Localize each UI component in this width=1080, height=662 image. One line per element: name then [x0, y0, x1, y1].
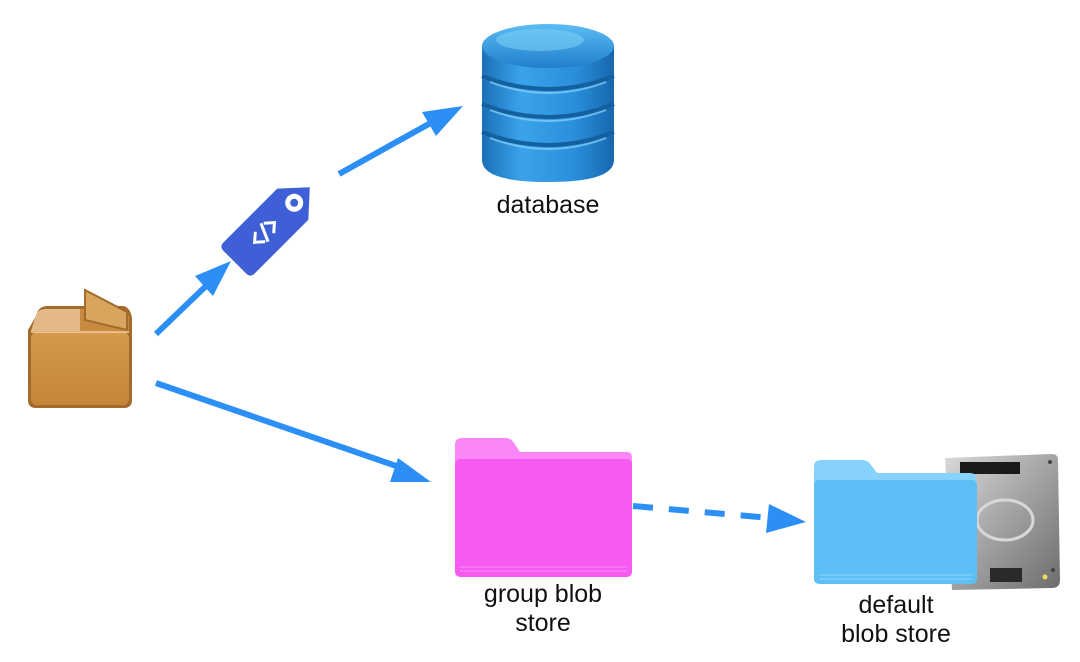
arrow-tag-to-database	[337, 106, 463, 177]
default-blob-store-label-line1: default	[858, 591, 934, 619]
group-blob-store-label: group blob store	[440, 580, 646, 638]
default-blob-store-label: default blob store	[800, 591, 992, 649]
database-label: database	[496, 191, 600, 219]
default-blob-store-label-line2: blob store	[841, 620, 951, 648]
code-tag-icon[interactable]	[219, 172, 325, 278]
dashed-arrow-group-to-default-store	[632, 503, 806, 533]
pink-folder-icon[interactable]	[455, 438, 632, 577]
package-box-icon[interactable]	[28, 288, 132, 408]
blue-folder-icon[interactable]	[814, 460, 977, 584]
database-icon[interactable]	[481, 24, 615, 182]
arrow-package-to-tag	[153, 261, 231, 337]
arrow-package-to-group-store	[155, 380, 431, 482]
group-blob-store-label-line2: store	[515, 609, 571, 637]
group-blob-store-label-line1: group blob	[483, 580, 603, 608]
